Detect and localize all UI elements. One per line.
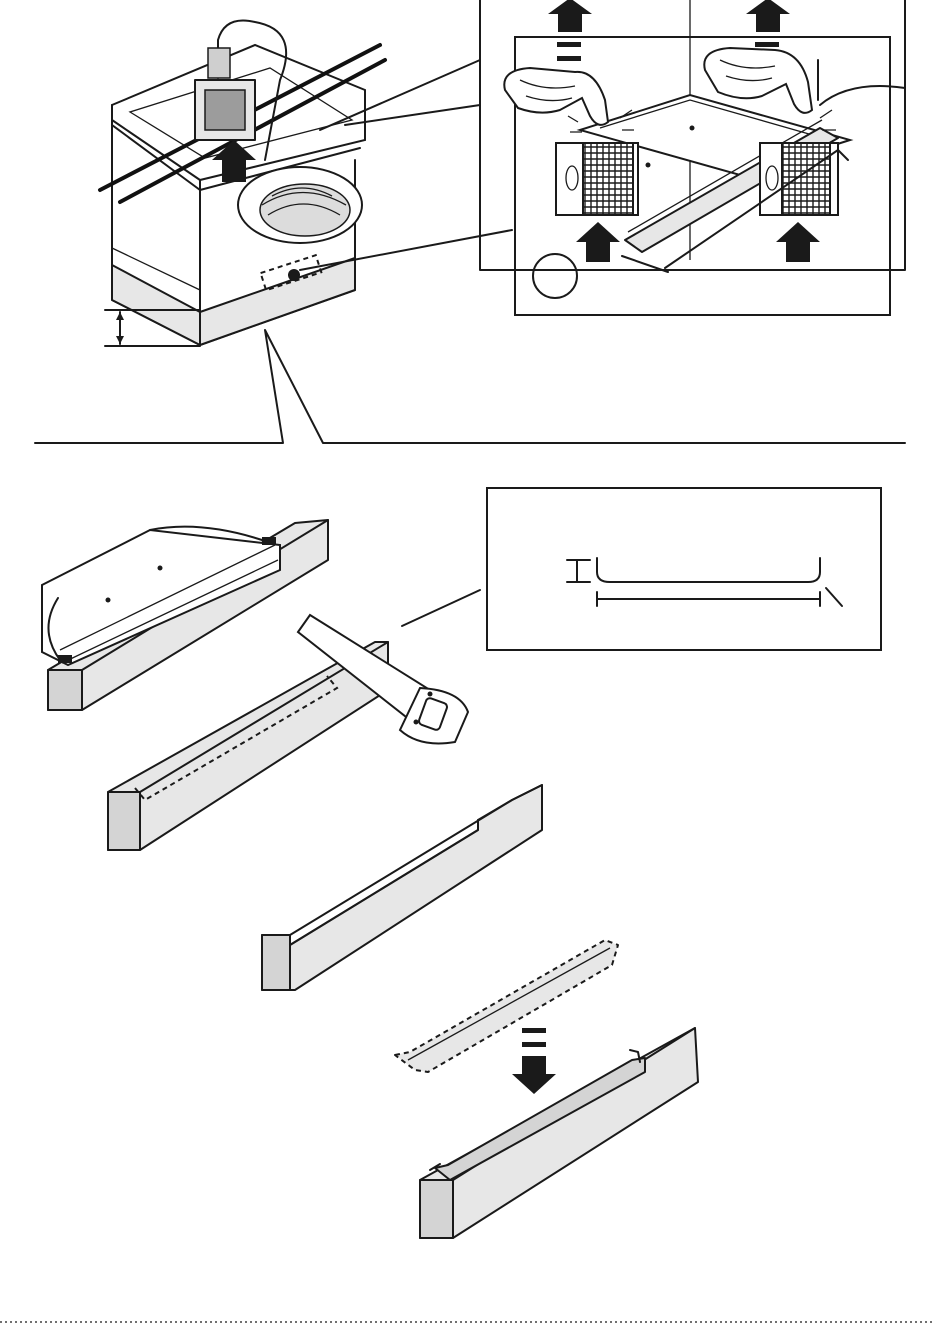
plinth-step-5 bbox=[420, 1028, 698, 1238]
filter-icon bbox=[760, 143, 838, 215]
cut-dimension-detail bbox=[402, 488, 881, 650]
plinth-step-1 bbox=[42, 520, 328, 710]
hand-icon bbox=[504, 68, 608, 125]
filter-icon bbox=[556, 143, 638, 215]
arrow-down-icon bbox=[512, 1056, 556, 1094]
arrow-up-icon bbox=[776, 222, 820, 262]
plinth-step-4 bbox=[395, 940, 618, 1094]
plinth-step-3 bbox=[262, 785, 542, 990]
plinth-cutting-sequence bbox=[42, 520, 698, 1238]
arrow-up-icon bbox=[548, 0, 592, 32]
appliance-overview bbox=[100, 20, 512, 346]
arrow-up-icon bbox=[746, 0, 790, 32]
filter-detail bbox=[480, 0, 905, 315]
arrow-up-icon bbox=[576, 222, 620, 262]
circle-marker-icon bbox=[533, 254, 577, 298]
circle-marker-icon bbox=[288, 269, 300, 281]
